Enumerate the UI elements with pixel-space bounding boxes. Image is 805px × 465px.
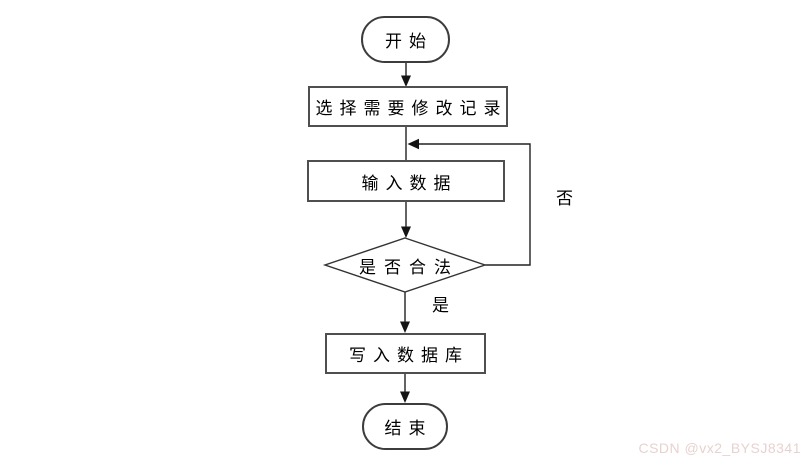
process-input-data: 输入数据: [307, 160, 505, 202]
start-terminator: 开始: [361, 16, 450, 63]
edge-label-yes: 是: [432, 296, 449, 315]
input-data-label: 输入数据: [361, 173, 458, 193]
arrowhead-into-select: [401, 75, 411, 87]
process-write-db: 写入数据库: [325, 333, 486, 374]
edge-label-no: 否: [556, 189, 573, 208]
arrowhead-into-write: [400, 321, 410, 333]
arrowhead-into-decision: [401, 226, 411, 238]
write-db-label: 写入数据库: [349, 346, 469, 365]
arrowhead-into-end: [400, 391, 410, 403]
watermark-text: CSDN @vx2_BYSJ8341: [638, 440, 801, 456]
end-terminator: 结束: [362, 403, 448, 450]
end-label: 结束: [384, 419, 433, 438]
start-label: 开始: [385, 32, 433, 51]
decision-diamond-shape: [322, 237, 488, 293]
is-valid-label: 是否合法: [359, 257, 459, 277]
select-record-label: 选择需要修改记录: [315, 99, 508, 118]
arrowhead-into-junction: [407, 138, 419, 150]
edge-no-loop: [417, 143, 531, 266]
decision-is-valid: 是否合法: [325, 250, 485, 280]
process-select-record: 选择需要修改记录: [308, 86, 508, 127]
